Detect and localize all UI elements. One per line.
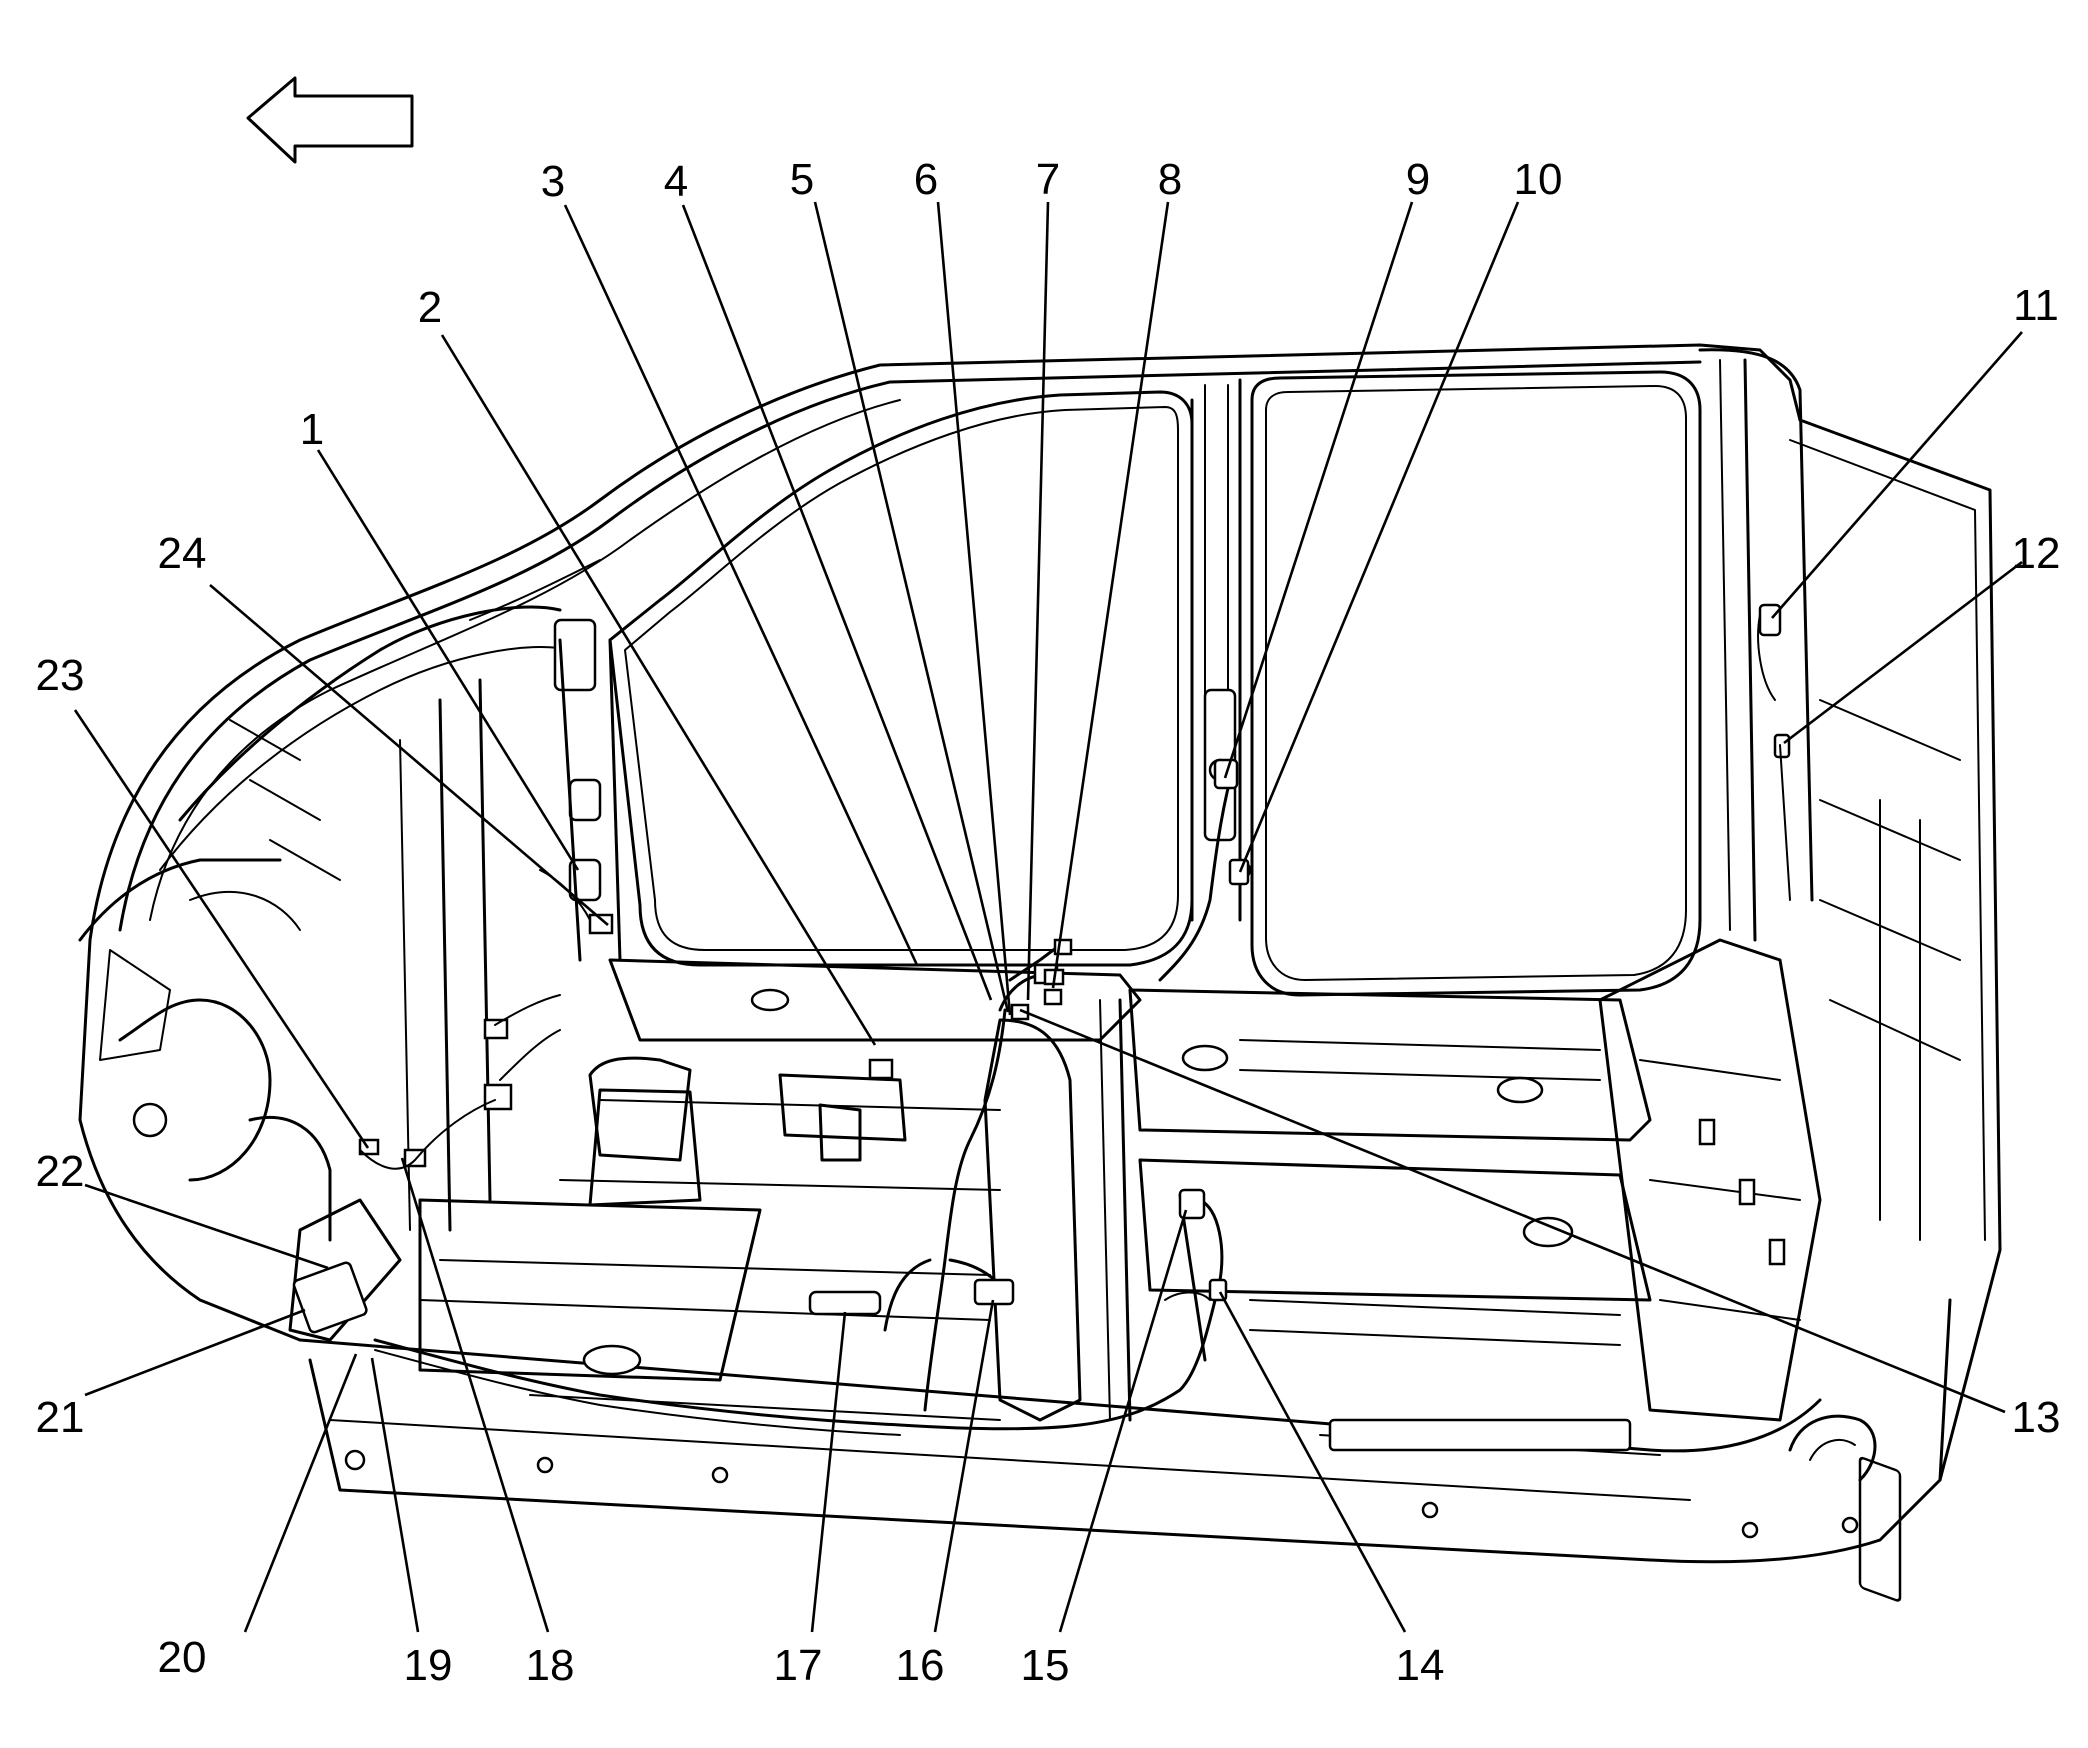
callout-10: 10 [1514,155,1563,204]
leader-8 [1051,201,1170,989]
callout-5: 5 [790,155,814,204]
leader-12 [1783,560,2023,745]
leader-9 [1223,201,1414,779]
leader-18 [400,1157,550,1633]
leader-21 [84,1308,306,1397]
callout-1: 1 [300,405,324,454]
callout-9: 9 [1406,155,1430,204]
callout-12: 12 [2012,529,2061,578]
callout-6: 6 [914,155,938,204]
leader-15 [1058,1209,1188,1633]
callout-14: 14 [1396,1641,1445,1690]
leader-lines [73,201,2023,1633]
leader-14 [1218,1291,1407,1633]
leader-10 [1238,201,1520,873]
callout-16: 16 [896,1641,945,1690]
callout-24: 24 [158,529,207,578]
callout-8: 8 [1158,155,1182,204]
leader-1 [316,449,580,871]
leader-2 [440,334,877,1046]
leader-11 [1771,331,2023,619]
callout-23: 23 [36,651,85,700]
callout-15: 15 [1021,1641,1070,1690]
leader-23 [73,709,370,1149]
callout-18: 18 [526,1641,575,1690]
leader-5 [813,201,1010,1013]
callout-labels: 1 2 3 4 5 6 7 8 9 10 11 12 13 14 15 16 1… [36,155,2061,1690]
callout-7: 7 [1036,155,1060,204]
leader-20 [243,1353,358,1633]
leader-24 [209,584,609,926]
callout-17: 17 [774,1641,823,1690]
callout-3: 3 [541,157,565,206]
callout-20: 20 [158,1633,207,1682]
leader-17 [810,1311,847,1633]
leader-19 [370,1357,420,1633]
front-direction-arrow-icon [246,76,414,164]
leader-4 [681,204,993,1001]
leader-16 [933,1299,995,1633]
callout-22: 22 [36,1147,85,1196]
leader-6 [936,201,1012,1016]
leader-7 [1026,201,1050,1001]
leader-22 [84,1183,329,1270]
callout-19: 19 [404,1641,453,1690]
callout-13: 13 [2012,1393,2061,1442]
leader-3 [563,204,919,966]
callout-11: 11 [2013,281,2059,330]
callout-4: 4 [664,157,688,206]
leader-13 [1019,1008,2006,1414]
callout-2: 2 [418,283,442,332]
callout-21: 21 [36,1393,85,1442]
